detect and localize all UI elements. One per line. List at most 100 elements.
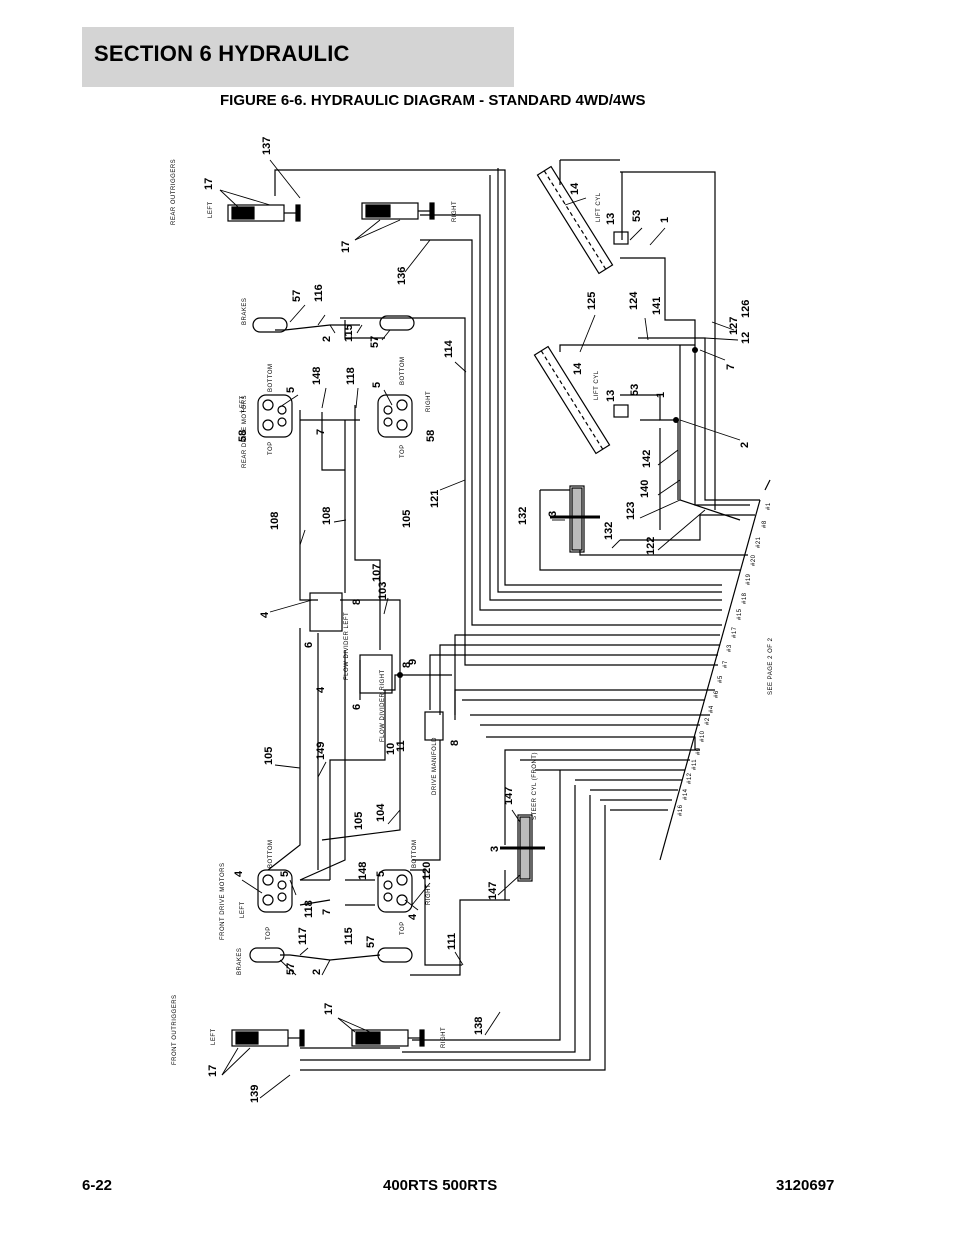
- callout: 111: [446, 933, 458, 950]
- page-number: 6-22: [82, 1177, 113, 1194]
- callout: 4: [259, 611, 271, 618]
- callout: 4: [315, 686, 327, 693]
- callout: 118: [345, 367, 357, 385]
- callout: 17: [340, 241, 352, 253]
- callout: 4: [407, 913, 419, 920]
- front-right-outrigger-cylinder: [351, 1029, 425, 1047]
- label-front-outriggers: FRONT OUTRIGGERS: [172, 994, 178, 1065]
- callout-numbers: 137 17 17 136 57 116 2 115 57 114 5 148 …: [203, 137, 752, 1103]
- rear-right-brake: [379, 315, 415, 331]
- label-right-rear-motor: RIGHT: [426, 391, 432, 412]
- callout: 57: [365, 936, 377, 948]
- label-rear-drive-motors: REAR DRIVE MOTORS: [242, 395, 248, 468]
- callout: 4: [233, 870, 245, 877]
- model-names: 400RTS 500RTS: [383, 1177, 498, 1194]
- port-label: #6: [714, 690, 720, 698]
- port-label: #10: [700, 730, 706, 742]
- callout: 58: [425, 430, 437, 442]
- label-brakes-rear: BRAKES: [242, 298, 248, 325]
- label-drive-manifold: DRIVE MANIFOLD: [432, 737, 438, 795]
- callout: 117: [297, 927, 309, 945]
- label-lift-cyl-lower: LIFT CYL: [594, 370, 600, 400]
- label-top-rear-left: TOP: [268, 441, 274, 455]
- callout: 11: [395, 740, 407, 752]
- front-right-drive-motor: [377, 869, 413, 913]
- label-bottom-rear-left: BOTTOM: [268, 363, 274, 392]
- label-brakes-front: BRAKES: [237, 948, 243, 975]
- label-left-rear-motor: LEFT: [240, 395, 246, 412]
- label-bottom-rear-right: BOTTOM: [400, 356, 406, 385]
- callout: 9: [407, 659, 419, 665]
- rear-left-brake: [252, 317, 288, 333]
- callout: 8: [401, 662, 413, 668]
- callout: 3: [547, 511, 559, 517]
- flow-divider-right: [359, 654, 393, 694]
- port-label: #11: [692, 759, 698, 770]
- callout: 124: [628, 291, 640, 310]
- callout: 58: [237, 430, 249, 442]
- port-label: #16: [678, 804, 684, 816]
- label-left-rear-out: LEFT: [208, 201, 214, 218]
- label-bottom-front-right: BOTTOM: [412, 839, 418, 868]
- port-label: #3: [727, 644, 733, 652]
- callout: 103: [377, 582, 389, 600]
- callout: 141: [651, 297, 663, 315]
- front-right-brake: [377, 947, 413, 963]
- callout: 14: [569, 182, 581, 195]
- rear-left-drive-motor: [257, 394, 293, 438]
- callout: 115: [343, 927, 355, 945]
- rear-right-drive-motor: [377, 394, 413, 438]
- front-left-drive-motor: [257, 869, 293, 913]
- callout: 2: [739, 442, 751, 448]
- callout: 149: [315, 742, 327, 760]
- callout: 123: [625, 502, 637, 520]
- hose-lines: [267, 159, 771, 1071]
- label-top-front-right: TOP: [400, 921, 406, 935]
- section-band: SECTION 6 HYDRAULIC: [82, 27, 514, 87]
- label-right-front-out: RIGHT: [441, 1027, 447, 1048]
- callout: 57: [369, 336, 381, 348]
- port-label: #9: [696, 747, 702, 755]
- callout: 136: [396, 267, 408, 285]
- callout: 122: [645, 537, 657, 555]
- steer-cylinder-rear: [550, 485, 600, 553]
- callout: 17: [323, 1003, 335, 1015]
- callout: 3: [489, 846, 501, 852]
- callout: 127: [728, 317, 740, 335]
- callout: 137: [261, 137, 273, 155]
- callout: 13: [605, 213, 617, 225]
- junction-dots: [397, 347, 698, 678]
- lower-holding-valve: [613, 404, 629, 418]
- label-bottom-front-left: BOTTOM: [268, 839, 274, 868]
- port-label: #19: [746, 573, 752, 585]
- port-label: #20: [751, 554, 757, 566]
- callout: 14: [572, 362, 584, 375]
- rear-left-outrigger-cylinder: [227, 204, 301, 222]
- label-top-front-left: TOP: [266, 926, 272, 940]
- port-label: #21: [756, 536, 762, 548]
- label-left-front-out: LEFT: [211, 1028, 217, 1045]
- port-label: #7: [723, 660, 729, 668]
- label-flow-divider-right: FLOW DIVIDER RIGHT: [380, 669, 386, 742]
- upper-holding-valve: [613, 231, 629, 245]
- callout: 147: [487, 882, 499, 900]
- callout: 8: [351, 599, 363, 605]
- callout: 10: [385, 743, 397, 755]
- callout: 105: [353, 812, 365, 830]
- port-label: #8: [762, 520, 768, 528]
- front-left-brake: [249, 947, 285, 963]
- drive-manifold: [424, 711, 444, 741]
- label-front-drive-motors: FRONT DRIVE MOTORS: [220, 863, 226, 940]
- callout: 105: [263, 747, 275, 765]
- section-title: SECTION 6 HYDRAULIC: [94, 41, 350, 66]
- callout: 6: [303, 642, 315, 648]
- label-left-front-motor: LEFT: [240, 901, 246, 918]
- callout: 2: [321, 336, 333, 342]
- callout: 114: [443, 339, 455, 358]
- callout: 108: [269, 512, 281, 530]
- figure-title: FIGURE 6-6. HYDRAULIC DIAGRAM - STANDARD…: [220, 92, 646, 109]
- label-top-rear-right: TOP: [400, 444, 406, 458]
- callout: 57: [285, 963, 297, 975]
- callout: 12: [740, 332, 752, 344]
- callout: 125: [586, 292, 598, 310]
